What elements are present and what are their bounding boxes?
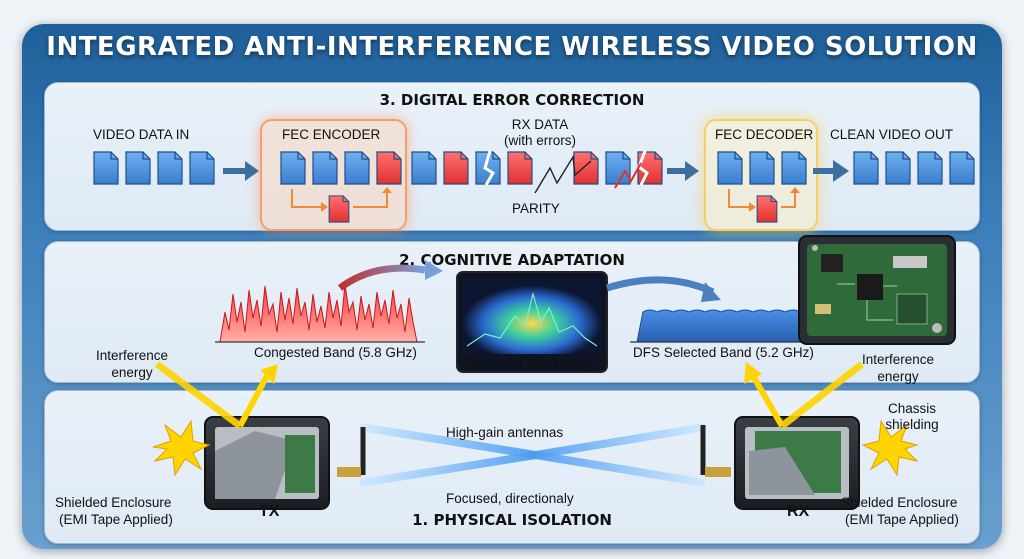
pcb-board-image bbox=[798, 235, 956, 345]
rx-label: RX bbox=[787, 503, 810, 520]
chassis-label-1: Chassis bbox=[887, 401, 936, 416]
panel-physical-isolation: 1. PHYSICAL ISOLATION bbox=[44, 390, 980, 544]
interference-right-label-2: energy bbox=[877, 369, 919, 384]
encoder-parity-lines bbox=[291, 189, 388, 208]
rx-data-label-2: (with errors) bbox=[503, 133, 576, 148]
panel-digital-error-correction: 3. DIGITAL ERROR CORRECTION VIDEO DATA I… bbox=[44, 82, 980, 231]
arrow-right-icon-2 bbox=[667, 161, 699, 181]
rx-data-label-1: RX DATA bbox=[511, 117, 569, 132]
rx-stream-packets bbox=[411, 151, 663, 185]
video-in-packets bbox=[93, 151, 215, 185]
band-switch-arrow-1 bbox=[337, 264, 426, 291]
shielded-left-label-1: Shielded Enclosure bbox=[55, 495, 172, 510]
high-gain-label: High-gain antennas bbox=[446, 425, 564, 440]
video-in-label: VIDEO DATA IN bbox=[93, 127, 190, 142]
arrow-right-icon-3 bbox=[813, 160, 849, 182]
tx-interference-burst-icon bbox=[152, 419, 211, 477]
dfs-band-spectrum bbox=[636, 309, 808, 343]
fec-decoder-label: FEC DECODER bbox=[715, 127, 814, 142]
clean-out-label: CLEAN VIDEO OUT bbox=[830, 127, 954, 142]
section2-title: 2. COGNITIVE ADAPTATION bbox=[399, 251, 625, 269]
congested-band-label: Congested Band (5.8 GHz) bbox=[254, 345, 417, 360]
clean-out-packets bbox=[853, 151, 975, 185]
isolation-graphic bbox=[152, 416, 919, 510]
fec-encoder-label: FEC ENCODER bbox=[282, 127, 381, 142]
diagram-title: INTEGRATED ANTI-INTERFERENCE WIRELESS VI… bbox=[46, 32, 978, 62]
diagram-frame: INTEGRATED ANTI-INTERFERENCE WIRELESS VI… bbox=[22, 24, 1002, 549]
spectrum-graphic bbox=[215, 260, 815, 373]
band-switch-arrow-2 bbox=[605, 276, 715, 296]
tx-label: TX bbox=[259, 503, 280, 520]
section3-title: 3. DIGITAL ERROR CORRECTION bbox=[379, 91, 645, 109]
section1-title: 1. PHYSICAL ISOLATION bbox=[412, 511, 612, 529]
shielded-left-label-2: (EMI Tape Applied) bbox=[59, 512, 173, 527]
dfs-band-label: DFS Selected Band (5.2 GHz) bbox=[633, 345, 814, 360]
interference-zigzag bbox=[534, 154, 592, 194]
chassis-label-2: shielding bbox=[885, 417, 939, 432]
parity-label: PARITY bbox=[512, 201, 560, 216]
arrow-right-icon bbox=[223, 161, 259, 181]
data-flow-graphic bbox=[93, 150, 975, 223]
decoder-packets bbox=[717, 151, 807, 185]
focused-label: Focused, directionaly bbox=[446, 491, 574, 506]
parity-source-icon bbox=[328, 195, 350, 223]
parity-packet-icon bbox=[376, 151, 402, 185]
congested-band-spectrum bbox=[219, 283, 418, 343]
decoder-parity-icon bbox=[756, 195, 778, 223]
encoder-packets bbox=[280, 151, 370, 185]
shielded-right-label-2: (EMI Tape Applied) bbox=[845, 512, 959, 527]
interference-left-label-2: energy bbox=[111, 365, 153, 380]
rx-interference-burst-icon bbox=[861, 419, 919, 477]
interference-right-label-1: Interference bbox=[861, 352, 935, 367]
antenna-beam-2 bbox=[359, 423, 706, 487]
spectrum-monitoring-label: Spectrum Monitoring bbox=[465, 356, 590, 371]
interference-left-label-1: Interference bbox=[95, 348, 169, 363]
shielded-right-label-1: Shielded Enclosure bbox=[841, 495, 958, 510]
